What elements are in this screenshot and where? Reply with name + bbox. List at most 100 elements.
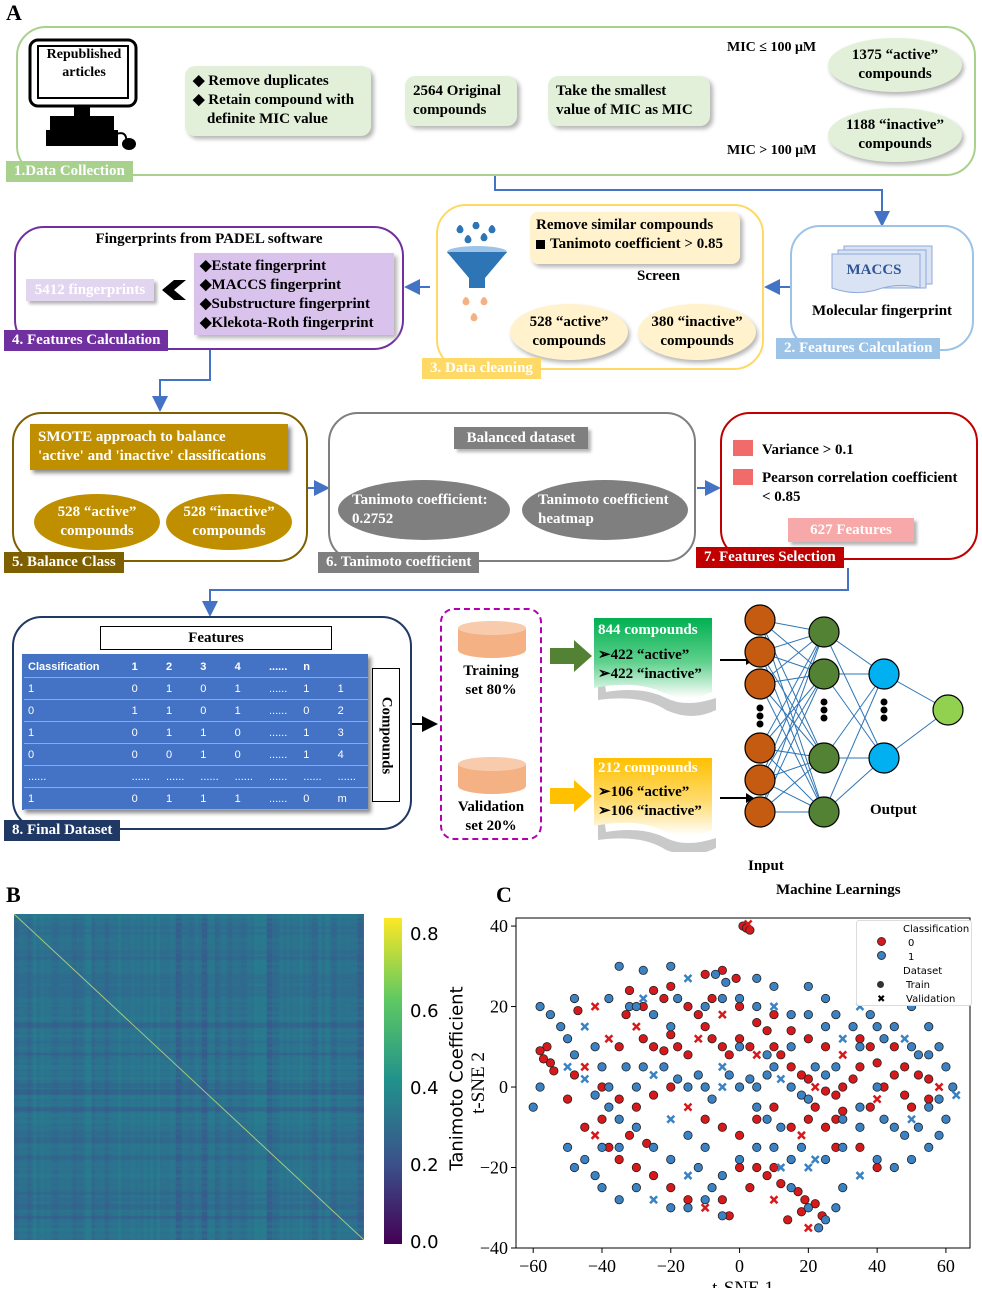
x-marker-stroke [803,1163,813,1172]
x-marker-stroke [604,1034,614,1044]
nn-node [868,742,900,774]
scatter-point-train [934,1094,944,1104]
table-cell: m [333,787,368,810]
scatter-point-train [776,1050,786,1060]
train-count-label: 844 compounds [598,622,698,638]
scatter-point-train [549,1066,559,1076]
heatmap-row-stripe [14,1016,364,1021]
scatter-point-train [865,1042,875,1052]
heatmap-column-stripe [247,914,251,1240]
scatter-point-train [693,1070,703,1080]
heatmap-row-stripe [14,926,364,930]
scatter-point-train [838,1142,848,1152]
y-axis-label: t-SNE 2 [470,1052,489,1114]
scatter-point-train [621,1062,631,1072]
scatter-point-train [631,1122,641,1132]
nn-connection [759,673,825,781]
x-marker-stroke [717,1082,727,1092]
table-cell: 1 [24,677,128,700]
balanced-active-line-2: compounds [60,523,134,539]
heatmap-column-stripe [85,914,92,1240]
scatter-point-train [831,1203,841,1213]
x-marker-stroke [838,1034,848,1044]
x-marker-stroke [743,919,753,929]
scatter-point-train [614,1154,624,1165]
scatter-point-validation [776,1074,786,1084]
scatter-point-validation [683,1171,693,1180]
scatter-point-train [786,1082,796,1092]
table-cell: n [299,656,334,678]
scatter-point-train [580,1122,590,1132]
heatmap-column-stripe [195,914,199,1240]
heatmap-row-stripe [14,1022,364,1028]
heatmap-row-stripe [14,1167,364,1171]
scatter-point-train [762,1114,772,1124]
heatmap-column-stripe [91,914,95,1240]
heatmap-row-stripe [14,1064,364,1070]
train-inactive-label: ➢422 “inactive” [598,666,702,682]
compounds-side-label: Compounds [378,696,395,774]
remove-similar-label: Remove similar compounds [536,217,714,233]
scatter-point-train [934,1042,944,1052]
remove-line-2: ◆ Retain compound with [193,92,355,108]
scatter-point-train [666,1183,676,1193]
scatter-point-validation [900,1034,910,1044]
scatter-point-train [707,1183,717,1193]
heatmap-column-stripe [344,914,351,1240]
heatmap-row-stripe [14,1034,364,1038]
heatmap-row-stripe [14,1089,364,1095]
scatter-point-train [717,993,727,1004]
scatter-point-train [693,1009,703,1020]
nn-connection [823,673,885,759]
fingerprints-count-box: 5412 fingerprints [26,279,154,301]
maccs-label: MACCS [846,262,902,278]
smote-box: SMOTE approach to balance 'active' and '… [30,424,288,470]
scatter-point-train [545,1058,555,1068]
balanced-active-line-1: 528 “active” [57,504,137,520]
heatmap-column-stripe [357,914,363,1240]
smallest-mic-box: Take the smallest value of MIC as MIC [548,76,710,126]
split-documents [550,618,716,852]
scatter-point-validation [838,1050,848,1060]
scatter-point-train [659,993,669,1004]
scatter-point-train [879,1034,889,1044]
scatter-point-validation [638,994,648,1003]
scatter-point-validation [649,1070,658,1080]
data-collection-tag: 1.Data Collection [6,161,133,182]
nn-node [868,658,900,690]
heatmap-row-stripe [14,938,364,943]
mic-gt-label: MIC > 100 μM [727,143,817,158]
scatter-point-train [889,1042,899,1052]
scatter-point-train [562,1142,573,1152]
nn-node [744,796,776,828]
colorbar-tick: 0.0 [410,1232,439,1253]
scatter-point-train [734,1162,745,1173]
scatter-point-train [683,1050,693,1060]
colorbar-tick: 0.4 [410,1078,439,1099]
scatter-point-train [889,1070,899,1080]
heatmap-column-stripe [65,914,72,1240]
heatmap-row-stripe [14,1221,364,1226]
table-cell [333,656,368,678]
scatter-point-train [745,1074,755,1084]
scatter-point-validation [803,1163,813,1172]
legend-train-text: Train [906,980,930,991]
scatter-point-train [631,1102,641,1112]
x-marker-stroke [776,1163,786,1172]
scatter-point-train [614,961,624,971]
x-marker-stroke [563,1062,572,1072]
active-1375-line-2: compounds [858,66,932,82]
scatter-point-train [924,1102,934,1112]
table-cell: 1 [127,656,162,678]
scatter-point-train [631,1001,641,1012]
table-row: ........................................… [24,765,368,788]
legend-item-class-1: 1 [863,951,965,965]
x-marker-stroke [717,1010,727,1019]
scatter-point-train [569,1050,580,1060]
pearson-bullet-icon [733,469,753,485]
scatter-point-train [648,1142,659,1152]
heatmap-row-stripe [14,920,364,924]
heatmap-column-stripe [52,914,59,1240]
